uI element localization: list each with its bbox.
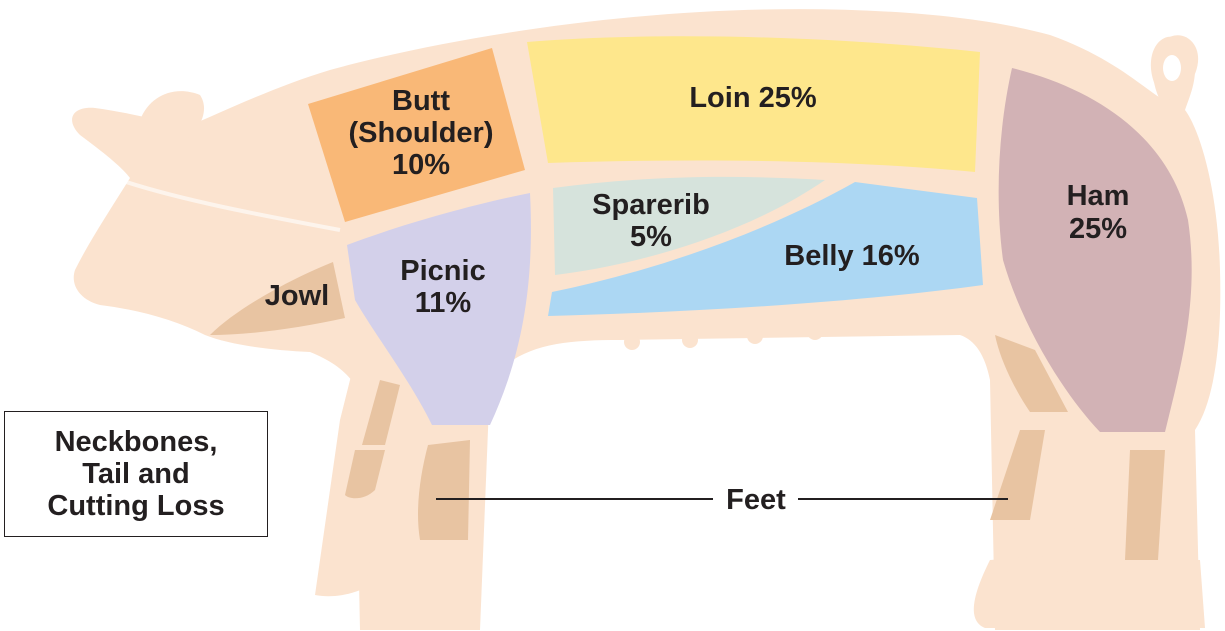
butt-label-line3: 10% — [392, 149, 450, 181]
neckbones-tail-cutting-loss-box: Neckbones, Tail and Cutting Loss — [4, 411, 268, 537]
picnic-label-line1: Picnic — [400, 255, 485, 287]
sparerib-label-line2: 5% — [630, 221, 672, 253]
feet-label: Feet — [726, 484, 786, 516]
belly-label: Belly 16% — [784, 240, 920, 272]
ham-label-line1: Ham — [1067, 180, 1130, 212]
picnic-label-line2: 11% — [415, 287, 472, 319]
jowl-label: Jowl — [265, 280, 329, 312]
sparerib-label-line1: Sparerib — [592, 189, 710, 221]
legend-line3: Cutting Loss — [47, 490, 224, 522]
ham-label-line2: 25% — [1069, 213, 1127, 245]
legend-line2: Tail and — [47, 458, 224, 490]
loin-label: Loin 25% — [689, 82, 817, 114]
butt-label-line1: Butt — [392, 85, 450, 117]
butt-label-line2: (Shoulder) — [349, 117, 494, 149]
legend-line1: Neckbones, — [47, 426, 224, 458]
legend-text: Neckbones, Tail and Cutting Loss — [47, 426, 224, 522]
